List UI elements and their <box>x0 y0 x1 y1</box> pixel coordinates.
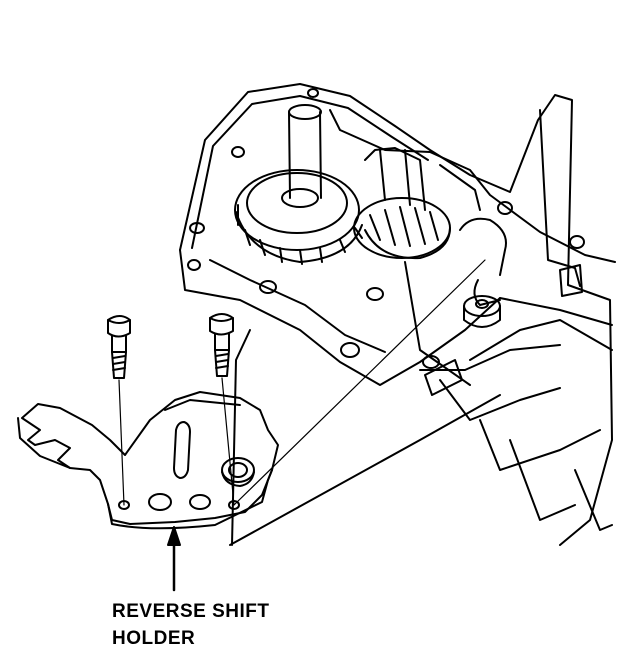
bolt-right <box>210 314 233 376</box>
transmission-case <box>180 84 615 545</box>
callout-line-1: REVERSE SHIFT <box>112 601 270 622</box>
arrow-up-icon <box>168 527 180 590</box>
slot <box>174 422 190 478</box>
callout-label: REVERSE SHIFT HOLDER <box>112 598 269 652</box>
gear-assembly <box>235 105 506 305</box>
bolt-left <box>108 316 130 378</box>
shaft <box>289 112 321 198</box>
reverse-shift-holder <box>18 392 278 528</box>
bolt-icon <box>108 316 130 337</box>
mounting-boss <box>464 296 500 327</box>
callout-line-2: HOLDER <box>112 628 196 649</box>
gear-icon <box>235 170 359 250</box>
